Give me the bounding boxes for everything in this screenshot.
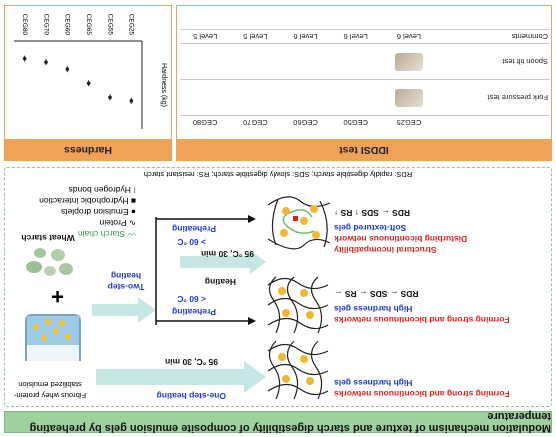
column-header: CEG60 [280,115,331,129]
table-cell [180,43,231,80]
hardness-head: Hardness [4,139,172,161]
table-cell: Level 6 [330,29,381,44]
result-two-step-high: Forming strong and bicontinuous networks… [334,288,540,325]
column-header: CEG50 [330,115,381,129]
result-1-line2: High hardness gels [334,378,413,388]
preheat-lo-label: Preheating [172,224,216,234]
table-cell [330,79,381,116]
table-cell: Level 5 [230,29,281,44]
result-2-line1: Forming strong and bicontinuous networks [334,315,510,325]
legend-hydrophobic: ■ Hydrophobic interaction [39,196,136,206]
table-cell: Level 5 [180,29,231,44]
result-3-line3: Soft-textured gels [334,223,407,233]
table-row: Fork pressure test [180,79,550,116]
legend-protein: ∿ Protein [99,218,136,228]
data-point [22,56,27,61]
one-step-label: One-step heating [156,391,226,401]
table-cell [280,79,331,116]
table-row: Spoon tilt test [180,43,550,80]
preheat-hi-label: Preheating [172,307,216,317]
legend-starch: 〰 Starch chain [77,229,136,239]
network-illustration-3 [267,196,331,250]
spoon-test-image [394,53,423,72]
table-cell [180,79,231,116]
x-tick-label: CEG25 [128,14,135,36]
x-tick-label: CEG65 [85,14,92,36]
iddsi-head: IDDSI test [176,139,552,161]
title-bar: Modulation mechanism of texture and star… [4,410,552,434]
heating-cond: 95 °C, 30 min [200,249,254,259]
beaker-icon [25,314,81,361]
result-1-line1: Forming strong and bicontinuous networks [334,389,510,399]
hardness-chart: Hardness (kg) CEG25 CEG55 CEG65 CEG60 CEG70 CE… [14,14,167,129]
table-cell [380,43,437,80]
result-2-line2: High hardness gels [334,304,413,314]
emulsion-block: Fibrous whey protein-stabilized emulsion [6,379,94,401]
table-cell: Level 6 [380,29,437,44]
row-label: Spoon tilt test [436,43,550,80]
table-cell [330,43,381,80]
starch-granules-icon [26,248,73,276]
table-cell [280,43,331,80]
preheat-lo-temp: > 60 °C [177,237,206,247]
data-point [129,99,134,103]
data-point [86,81,91,86]
one-step-cond: 95 °C, 30 min [164,357,218,367]
column-header: CEG70 [230,115,281,129]
x-tick-label: CEG70 [42,14,49,36]
network-illustration-1 [267,340,329,400]
table-corner [436,115,550,129]
diagram-title: Modulation mechanism of texture and star… [29,410,551,434]
table-row: CEG25 CEG50 CEG60 CEG70 CEG80 [180,115,550,129]
result-3-line1: Structural incompatibility [334,245,437,255]
bracket-lines [155,215,256,325]
network-illustration-2 [267,276,329,334]
column-header: CEG25 [380,115,437,129]
legend-droplets: ● Emulsion droplets [60,207,136,217]
result-3-digest: RDS ← SDS ↑ RS ↑ [334,208,411,218]
table-cell [380,79,437,116]
abbreviation-note: RDS: rapidly digestible starch; SDS: slo… [143,170,413,179]
plus-icon: + [51,284,64,309]
emulsion-label: Fibrous whey protein-stabilized emulsion [13,380,87,400]
column-header: CEG80 [180,115,231,129]
data-point [108,95,112,100]
result-two-step-low: Structural incompatibility Disturbing bi… [334,207,540,255]
one-step-arrow [96,361,266,393]
table-row: Comments Level 6 Level 6 Level 6 Level 5… [180,29,550,44]
legend: 〰 Starch chain ∿ Protein ● Emulsion drop… [6,184,136,239]
fork-test-image [394,89,423,108]
legend-hbonds: ⁝ Hydrogen bonds [68,185,136,195]
x-tick-label: CEG55 [106,14,113,36]
table-cell: Level 6 [280,29,331,44]
preheat-hi-temp: < 60 °C [177,294,206,304]
iddsi-table: CEG25 CEG50 CEG60 CEG70 CEG80 Fork press… [180,29,550,129]
table-cell [230,43,281,80]
heating-arrow [180,250,266,274]
data-point [44,60,48,64]
heating-label: Heating [204,277,236,287]
two-step-arrow [92,297,156,323]
x-tick-label: CEG60 [64,14,71,36]
data-point [65,67,70,71]
result-3-line2: Disturbing bicontinuous network [334,234,468,244]
result-2-digest: RDS ← SDS ← RS ← [334,289,419,299]
x-tick-label: CEG80 [21,14,28,36]
y-axis-label: Hardness (kg) [160,63,167,107]
row-label: Comments [436,29,550,44]
table-cell [230,79,281,116]
result-one-step: Forming strong and bicontinuous networks… [334,377,540,399]
two-step-label: Two-step heating [107,271,145,292]
row-label: Fork pressure test [436,79,550,116]
